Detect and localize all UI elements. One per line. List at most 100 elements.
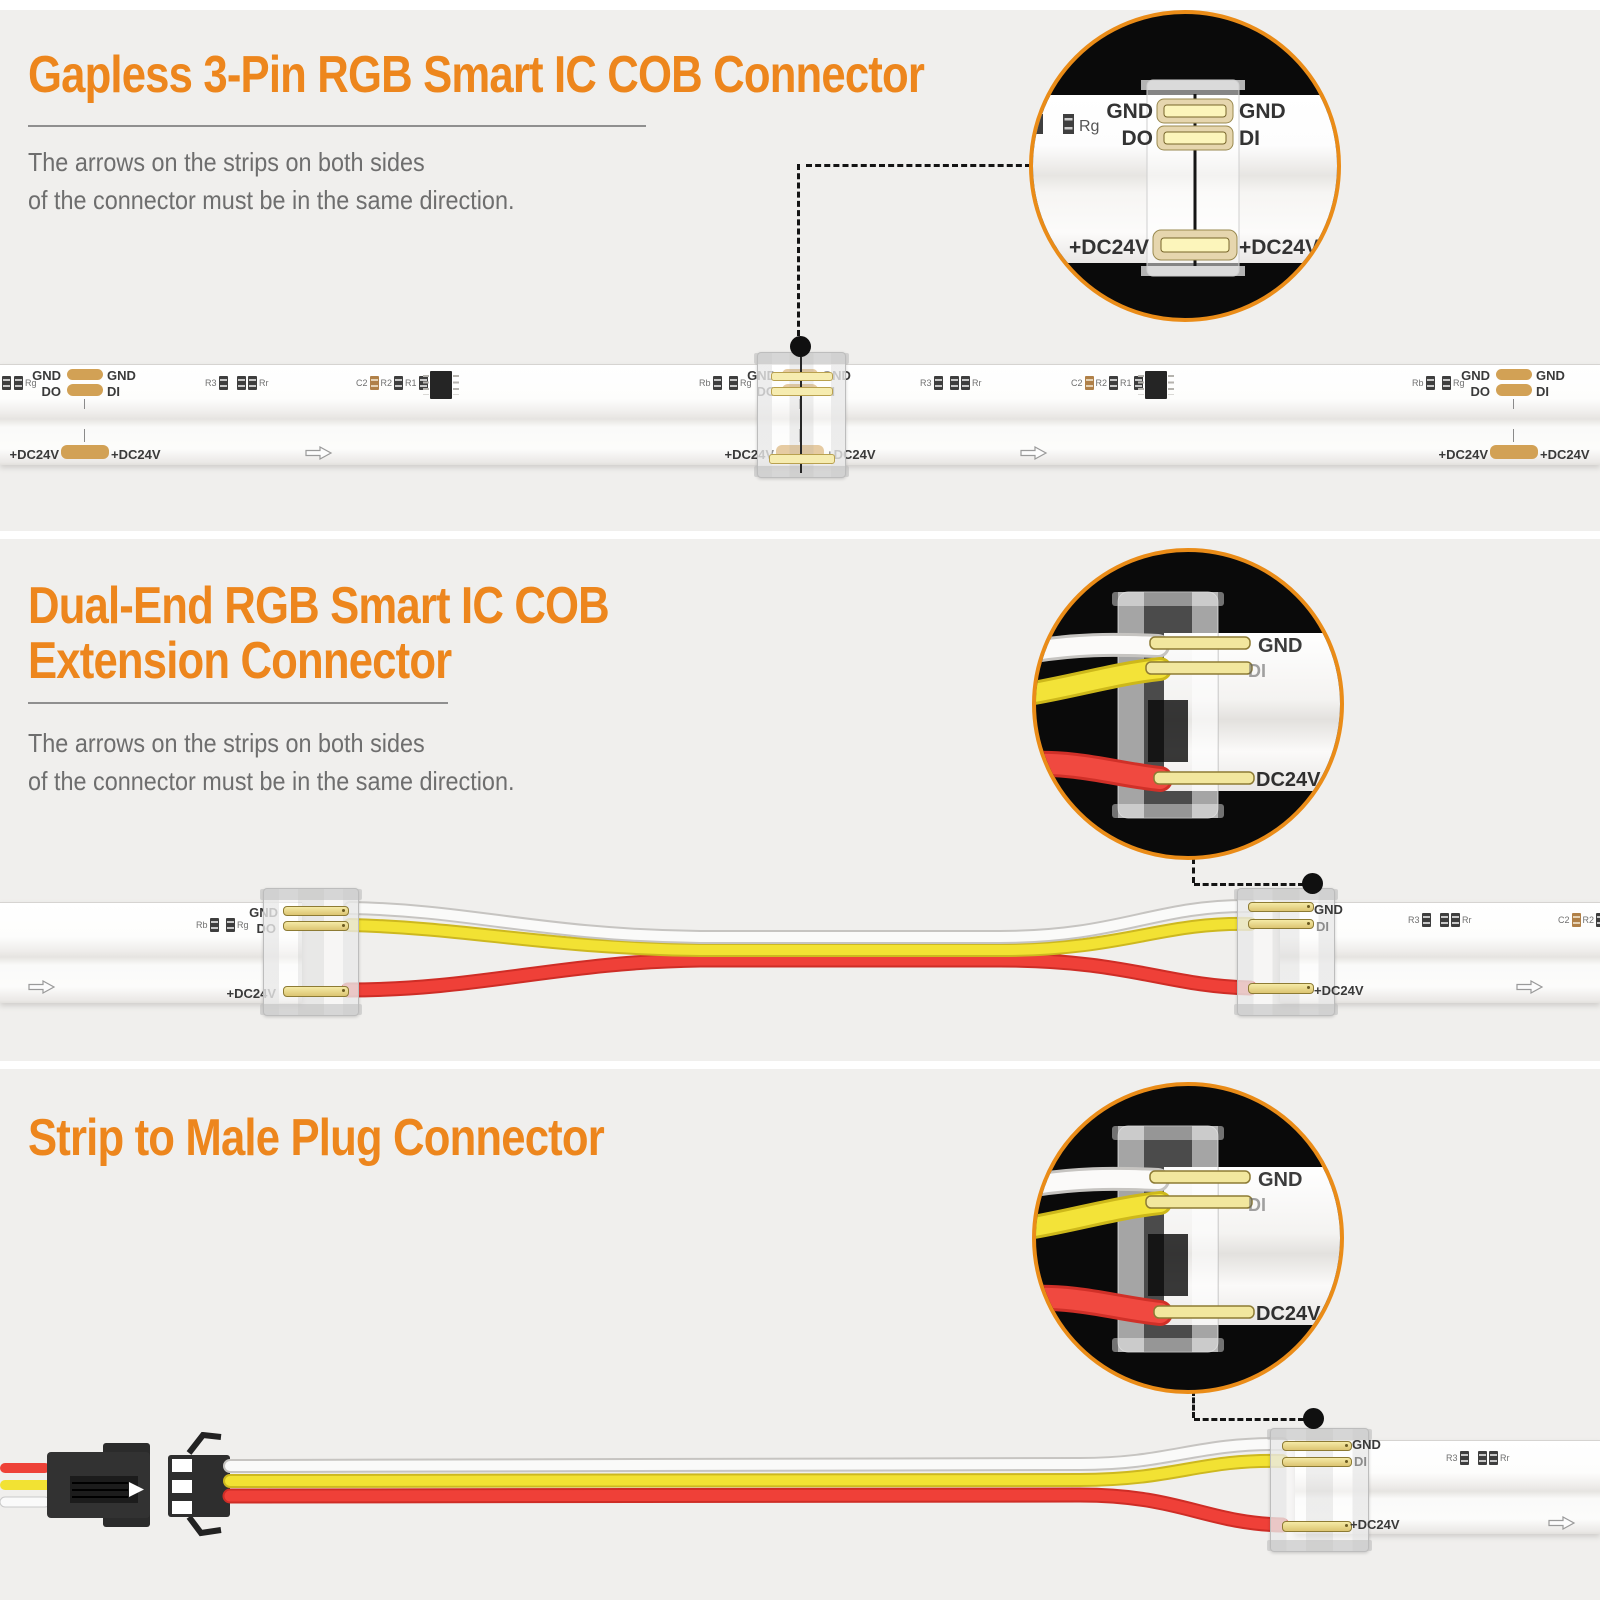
inset-gnd-label: GND [1258, 635, 1302, 657]
callout-line-vertical [1192, 1390, 1195, 1418]
red-wire [224, 1489, 1288, 1531]
cut-mark [1513, 429, 1514, 442]
panel2-note-line1: The arrows on the strips on both sides [28, 728, 425, 758]
male-plug-window [172, 1480, 192, 1493]
slot-pointer [129, 1482, 144, 1497]
r1-label: R1 [1120, 377, 1132, 388]
cut-mark [1513, 399, 1514, 409]
connector-pin [1248, 983, 1314, 994]
inset-pin [1145, 1195, 1253, 1209]
inset-dc24v-label: DC24V [1256, 769, 1321, 791]
ic-chip [423, 371, 459, 399]
panel3-title: Strip to Male Plug Connector [28, 1109, 605, 1167]
panel1-note-line1: The arrows on the strips on both sides [28, 147, 425, 177]
r1-label: R1 [405, 377, 417, 388]
inset-yellow-wire [1036, 660, 1169, 702]
rb-label: Rb [699, 377, 711, 388]
gnd-label: GND [1314, 902, 1343, 917]
inset-resistor-chip [1035, 114, 1043, 134]
inset-pad-core [1163, 104, 1227, 118]
connector-pin [1248, 919, 1314, 929]
strip-cut-point: GND GND DO DI +DC24V +DC24V [1384, 365, 1600, 465]
red-wire-stub [0, 1463, 50, 1473]
resistor-rb: Rb [699, 376, 722, 390]
dc24v-label: +DC24V [1314, 983, 1364, 998]
c2-label: C2 [1558, 914, 1570, 925]
direction-arrow [1516, 979, 1546, 995]
r2-label: R2 [380, 377, 393, 388]
resistor-rg: Rg [1442, 376, 1465, 390]
inset-pad-core [1160, 237, 1230, 253]
connector-cap [1267, 1429, 1372, 1440]
solder-pad [1496, 384, 1532, 396]
resistor-r3: R3 [1408, 913, 1431, 927]
inset-pad-core [1163, 131, 1227, 145]
inset-plug-drawing: GND DI DC24V [1036, 1125, 1340, 1353]
callout-line-horizontal [1194, 883, 1304, 886]
r3-label: R3 [1408, 914, 1420, 925]
callout-line-horizontal [1194, 1418, 1304, 1421]
rb-label: Rb [1412, 377, 1424, 388]
male-plug-latch-bottom [186, 1515, 222, 1537]
red-wire [342, 954, 1256, 996]
cut-mark [84, 429, 85, 442]
inset-di-label: DI [1239, 127, 1260, 150]
resistor-rg: Rg [729, 376, 752, 390]
panel-male-plug-connector: Strip to Male Plug Connector [0, 1069, 1600, 1600]
dc24v-label: +DC24V [111, 447, 161, 462]
panel2-title-line2: Extension Connector [28, 632, 452, 691]
magnifier-inset-gapless: Rg GND GND DO DI +DC24V +DC24V [1029, 10, 1341, 322]
r3-label: R3 [205, 377, 217, 388]
panel1-note-line2: of the connector must be in the same dir… [28, 184, 515, 215]
clip-pin [771, 372, 833, 381]
connector-pin [1282, 1441, 1352, 1451]
magnifier-inset-extension: GND DI DC24V [1032, 548, 1344, 860]
inset-pin [1153, 1305, 1255, 1319]
resistor-chip [2, 376, 11, 390]
inset-do-label: DO [1122, 127, 1154, 150]
connector-cap [260, 889, 362, 900]
inset-pin [1149, 1170, 1251, 1184]
panel2-title-line1: Dual-End RGB Smart IC COB [28, 577, 610, 635]
panel2-title: Dual-End RGB Smart IC COB Extension Conn… [28, 577, 610, 691]
resistor-rr: Rr [237, 376, 269, 390]
solder-pad [61, 445, 109, 459]
solder-pad [1490, 445, 1538, 459]
inset-pin [1149, 636, 1251, 650]
connector-cap [260, 1004, 362, 1015]
connector-pin [1282, 1457, 1352, 1467]
c2-label: C2 [356, 377, 368, 388]
inset-gnd-left: GND [1106, 100, 1153, 123]
gnd-label: GND [1536, 368, 1565, 383]
gnd-label: GND [1352, 1437, 1381, 1452]
connector-cap [1234, 889, 1338, 900]
di-label: DI [107, 384, 120, 399]
dc24v-label: +DC24V [1540, 447, 1590, 462]
rg-label: Rg [740, 377, 752, 388]
connector-pin [283, 906, 349, 916]
dc24v-label: +DC24V [1438, 447, 1489, 462]
inset-gnd-right: GND [1239, 100, 1286, 123]
c2-label: C2 [1071, 377, 1083, 388]
component-cluster: C2 R2 [1558, 913, 1600, 927]
rr-label: Rr [1500, 1452, 1510, 1463]
resistor-rr: Rr [950, 376, 982, 390]
rr-label: Rr [972, 377, 982, 388]
panel-gapless-connector: Gapless 3-Pin RGB Smart IC COB Connector… [0, 10, 1600, 531]
resistor-rg: Rg [226, 918, 249, 932]
inset-pin [1145, 661, 1253, 675]
panel-extension-connector: Dual-End RGB Smart IC COB Extension Conn… [0, 539, 1600, 1061]
resistor-r3: R3 [205, 376, 228, 390]
inset-gnd-label: GND [1258, 1169, 1302, 1191]
gnd-label: GND [1461, 368, 1490, 383]
r2-label: R2 [1582, 914, 1595, 925]
inset-connector-window [1148, 1234, 1188, 1296]
ic-chip [1138, 371, 1174, 399]
magnifier-inset-plug: GND DI DC24V [1032, 1082, 1344, 1394]
resistor-rg: Rg [14, 376, 37, 390]
male-plug-latch-top [186, 1432, 222, 1455]
panel1-note: The arrows on the strips on both sides o… [28, 144, 514, 219]
resistor-r3: R3 [1446, 1451, 1469, 1465]
connector-cap [1234, 1004, 1338, 1015]
extension-wires [340, 898, 1258, 998]
